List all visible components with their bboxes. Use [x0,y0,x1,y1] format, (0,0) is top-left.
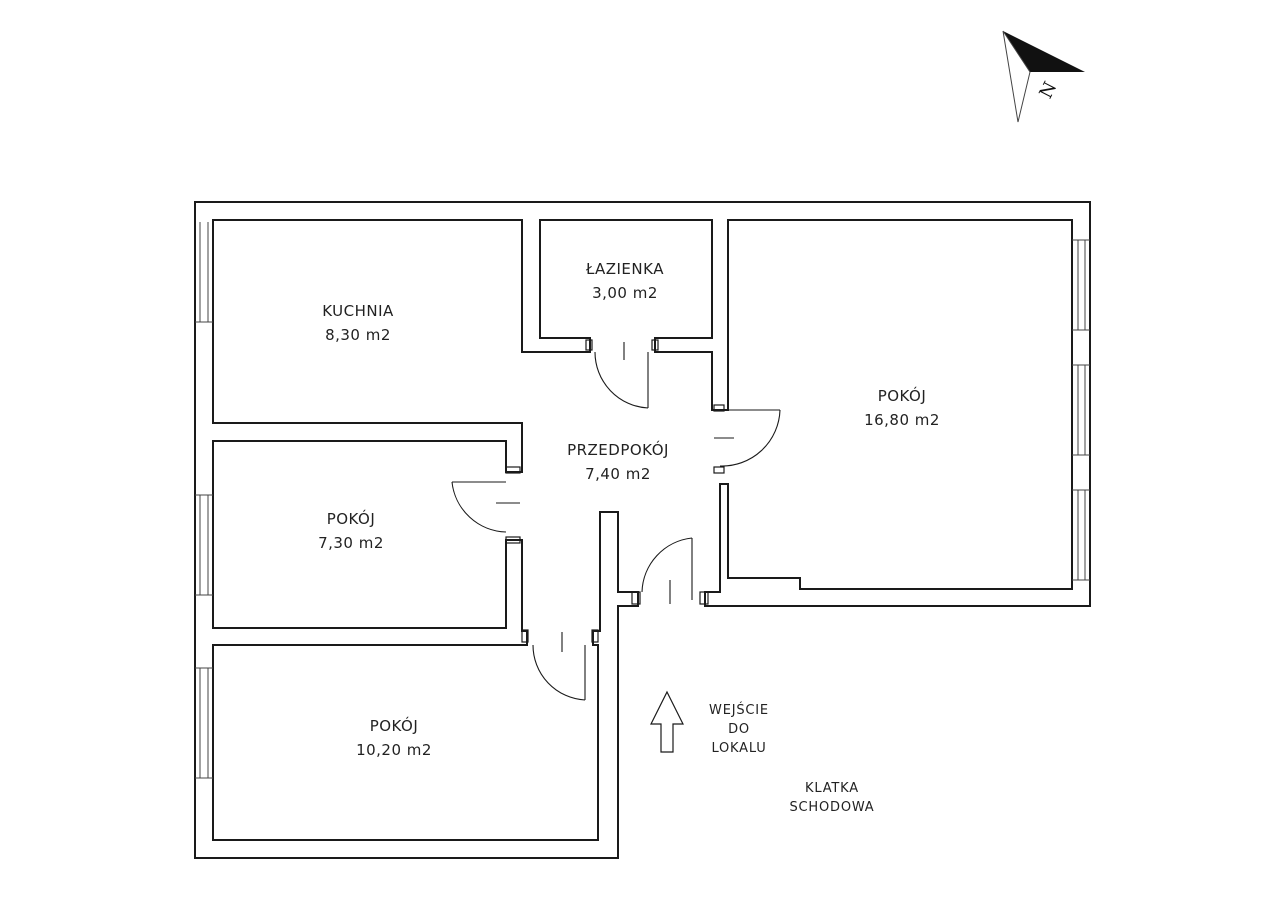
entrance-line-1: WEJŚCIE [709,702,769,718]
windows-right [1072,239,1090,581]
room-area: 8,30 m2 [325,326,391,344]
windows-left [195,222,213,779]
room-area: 10,20 m2 [356,741,432,759]
room-name: POKÓJ [878,386,927,405]
entrance-label: WEJŚCIE DO LOKALU [709,702,769,756]
compass-label: N [1036,78,1062,102]
room-name: POKÓJ [370,716,419,735]
room-label-room-big: POKÓJ 16,80 m2 [864,386,940,429]
door-room-mid [451,481,520,533]
room-label-room-mid: POKÓJ 7,30 m2 [318,509,384,552]
room-area: 16,80 m2 [864,411,940,429]
room-area: 7,40 m2 [585,465,651,483]
entrance-line-2: DO [728,722,750,737]
entrance-line-3: LOKALU [711,741,766,756]
room-name: ŁAZIENKA [585,260,664,278]
door-room-low [532,632,586,701]
room-area: 7,30 m2 [318,534,384,552]
room-name: POKÓJ [327,509,376,528]
room-name: KUCHNIA [322,302,394,320]
north-arrow-icon: N [1002,30,1085,123]
door-entrance [641,537,693,604]
room-label-hall: PRZEDPOKÓJ 7,40 m2 [567,440,669,483]
room-label-room-low: POKÓJ 10,20 m2 [356,716,432,759]
room-label-bathroom: ŁAZIENKA 3,00 m2 [585,260,664,302]
staircase-line-1: KLATKA [805,781,859,796]
door-jambs [505,339,725,643]
door-room-big [714,409,781,467]
door-bathroom [594,342,649,409]
room-label-kitchen: KUCHNIA 8,30 m2 [322,302,394,344]
up-arrow-icon [650,690,684,753]
staircase-label: KLATKA SCHODOWA [789,781,874,815]
room-name: PRZEDPOKÓJ [567,440,669,459]
doors [451,342,781,701]
room-area: 3,00 m2 [592,284,658,302]
staircase-line-2: SCHODOWA [789,800,874,815]
